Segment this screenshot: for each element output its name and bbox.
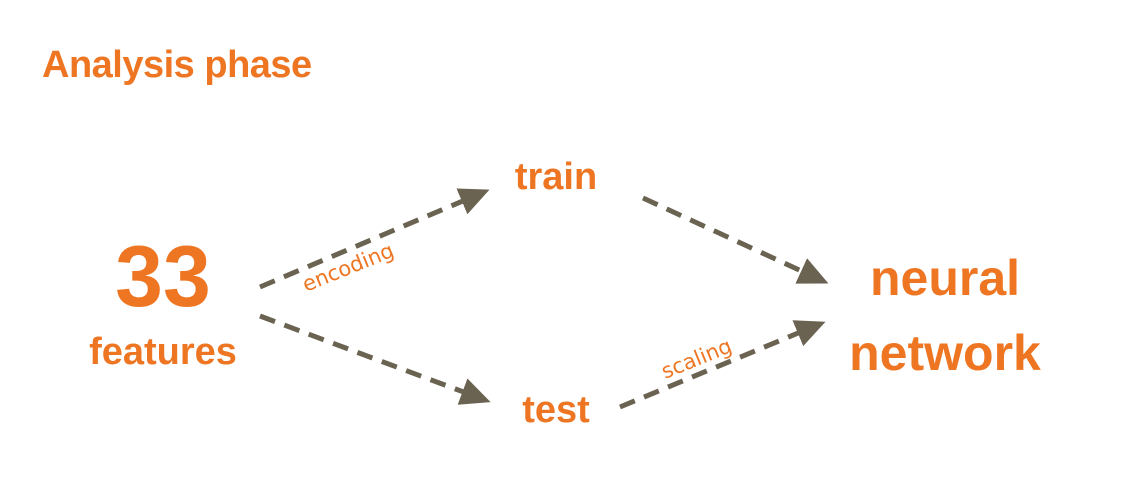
arrow-train-to-neural-network — [641, 195, 829, 284]
page-title: Analysis phase — [42, 44, 312, 86]
neural-network-node-line1: neural — [869, 250, 1021, 306]
arrow-features-to-test — [259, 313, 491, 405]
features-label-node: features — [89, 331, 237, 373]
arrow-features-to-train — [259, 188, 490, 290]
edge-label-encoding: encoding — [299, 238, 397, 296]
features-count-node: 33 — [115, 229, 211, 325]
train-node: train — [514, 156, 598, 198]
neural-network-node-line2: network — [849, 325, 1041, 381]
test-node: test — [522, 389, 590, 431]
arrow-test-to-neural-network — [619, 320, 826, 410]
